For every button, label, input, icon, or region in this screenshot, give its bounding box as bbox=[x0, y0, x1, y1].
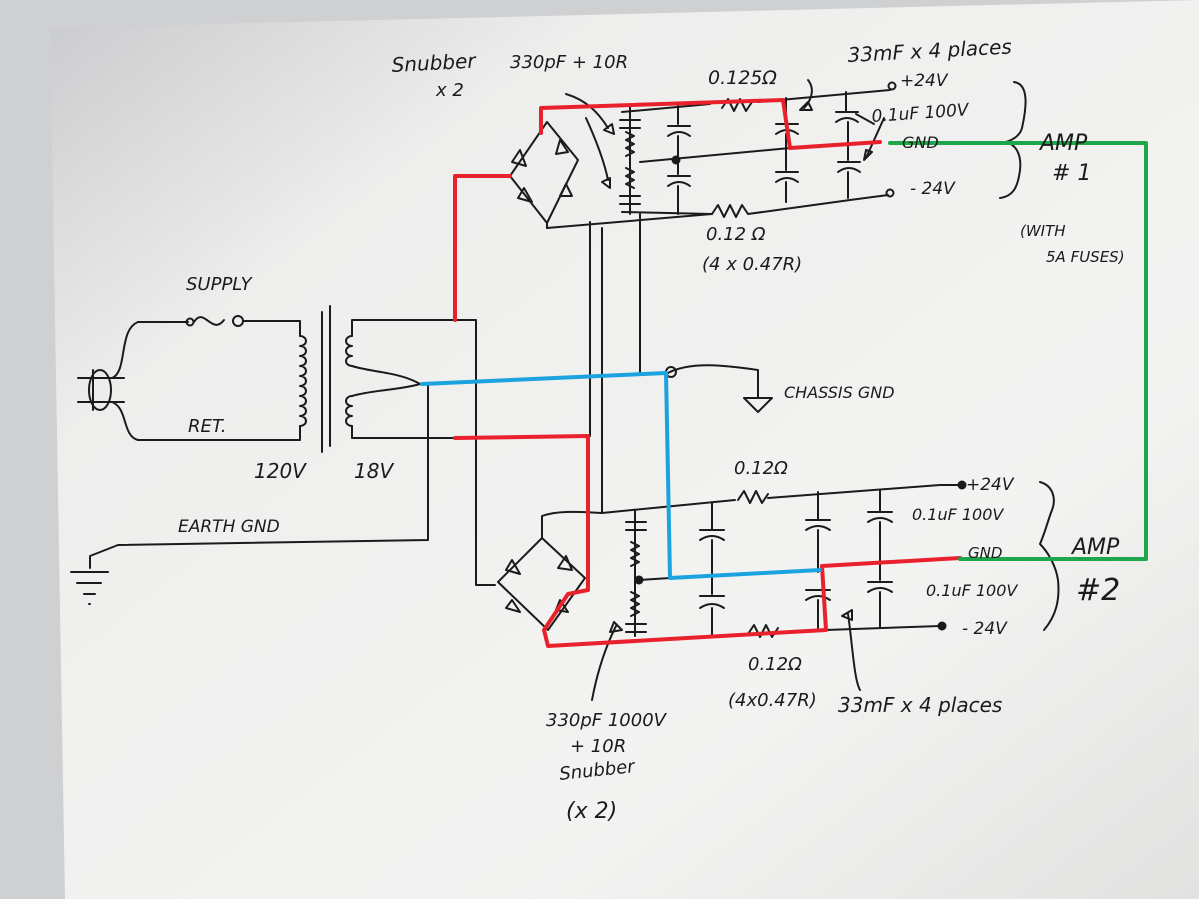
label-amp2-num: #2 bbox=[1076, 573, 1120, 608]
label-amp1-gnd: GND bbox=[902, 133, 939, 152]
label-snub-bot-1: 330pF 1000V bbox=[546, 710, 668, 731]
label-fuse-note-1: (WITH bbox=[1020, 222, 1066, 240]
label-res-top-1: 0.125Ω bbox=[708, 67, 777, 89]
label-snub-bot-4: (x 2) bbox=[566, 799, 617, 824]
paper-sheet bbox=[50, 0, 1199, 899]
bridge-rectifier-2 bbox=[497, 510, 603, 631]
secondary-coil-upper bbox=[345, 335, 353, 367]
label-snubber-top-value: 330pF + 10R bbox=[510, 52, 628, 73]
filter-amp1 bbox=[565, 79, 1027, 218]
label-amp1-title: AMP bbox=[1038, 131, 1088, 156]
label-supply: SUPPLY bbox=[186, 274, 254, 295]
label-res-bot-2: 0.12Ω bbox=[748, 654, 802, 675]
label-res-top-2-note: (4 x 0.47R) bbox=[702, 254, 802, 275]
transformer bbox=[299, 305, 456, 453]
power-inlet bbox=[77, 321, 139, 441]
label-res-bot-2-note: (4x0.47R) bbox=[728, 690, 817, 711]
label-amp2-bypass-2: 0.1uF 100V bbox=[926, 581, 1018, 600]
label-amp1-num: # 1 bbox=[1052, 161, 1091, 186]
bridge-rectifier-1 bbox=[509, 121, 713, 229]
green-trace-ground-link bbox=[888, 141, 1148, 561]
label-fuse-note-2: 5A FUSES) bbox=[1046, 248, 1125, 266]
label-snub-bot-2: + 10R bbox=[570, 736, 626, 757]
label-v-primary: 120V bbox=[254, 459, 307, 483]
primary-coil bbox=[299, 335, 307, 427]
label-snubber-top-count: x 2 bbox=[435, 80, 464, 101]
label-amp1-minus: - 24V bbox=[910, 179, 956, 199]
label-v-secondary: 18V bbox=[354, 459, 394, 483]
label-res-bot-1: 0.12Ω bbox=[734, 458, 788, 479]
red-trace-top-positive bbox=[453, 98, 882, 322]
label-amp2-bypass-1: 0.1uF 100V bbox=[912, 505, 1004, 524]
label-ret: RET. bbox=[188, 416, 226, 437]
label-amp2-plus: +24V bbox=[966, 475, 1015, 495]
label-amp2-gnd: GND bbox=[968, 544, 1002, 562]
primary-wiring bbox=[137, 315, 301, 441]
label-snubber-top: Snubber bbox=[391, 49, 478, 77]
label-amp2-title: AMP bbox=[1070, 535, 1120, 560]
label-res-top-2: 0.12 Ω bbox=[706, 224, 766, 245]
label-amp1-plus: +24V bbox=[900, 71, 949, 91]
secondary-coil-lower bbox=[345, 395, 353, 427]
secondary-wiring bbox=[70, 213, 773, 605]
red-trace-bottom bbox=[453, 434, 962, 648]
label-earth-gnd: EARTH GND bbox=[178, 517, 280, 537]
label-amp2-minus: - 24V bbox=[962, 619, 1008, 639]
blue-trace-ground bbox=[420, 371, 822, 580]
label-chassis-gnd: CHASSIS GND bbox=[784, 383, 895, 402]
label-caps-bot-note: 33mF x 4 places bbox=[838, 693, 1002, 717]
